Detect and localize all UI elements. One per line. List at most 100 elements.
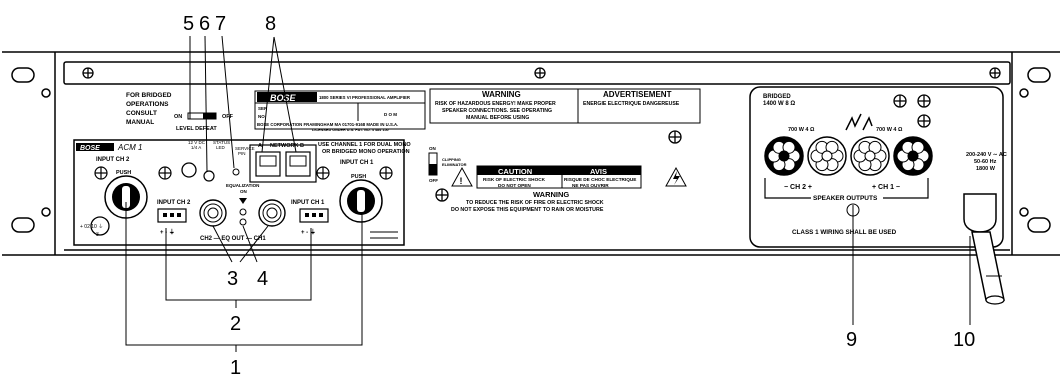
bose-logo-center	[257, 92, 317, 102]
warning2-text-2: DO NOT EXPOSE THIS EQUIPMENT TO RAIN OR …	[451, 207, 604, 213]
ch1-output-label: + CH 1 −	[872, 184, 900, 191]
callout-3: 3	[227, 268, 238, 290]
callout-numbers: 1 2 3 4 5 6 7 8 9 10	[183, 13, 975, 377]
license-line: LICENSED UNDER U.S. PAT. NO. 4 484 150	[312, 128, 389, 132]
service-pin-label-2: PIN	[238, 151, 246, 156]
equalization-label: EQUALIZATION	[226, 183, 259, 188]
input-ch1-xlr-label: INPUT CH 1	[340, 160, 374, 166]
avis-text-2: NE PAS OUVRIR	[572, 183, 609, 188]
panel-screws	[82, 67, 1001, 202]
status-led-label-1: STATUS	[213, 140, 230, 145]
equalization-on-label: ON	[240, 189, 247, 194]
eq-switch-ch1[interactable]	[239, 218, 247, 226]
bose-logo-text: BOSE	[80, 145, 100, 152]
center-panel: BOSE 1800 SERIES VI PROFESSIONAL AMPLIFI…	[254, 88, 701, 213]
eq-out-label: CH2 — EQ OUT — CH1	[200, 236, 266, 242]
callout-8: 8	[265, 13, 276, 35]
caution-exclamation-icon	[451, 166, 473, 187]
number-label: NO	[258, 114, 265, 119]
dc-label-1: 12 V DC	[188, 140, 206, 145]
caution-title: CAUTION	[498, 167, 532, 176]
bridged-note-1: FOR BRIDGED	[126, 92, 172, 99]
push-ch1: PUSH	[351, 174, 366, 180]
caution-text-2: DO NOT OPEN	[498, 183, 531, 188]
callout-4: 4	[257, 268, 268, 290]
avis-text-1: RISQUE DE CHOC ELECTRIQUE	[564, 177, 636, 182]
bridged-label: BRIDGED	[763, 94, 791, 100]
lightning-warning-icon	[665, 166, 687, 187]
level-defeat-label: LEVEL DEFEAT	[176, 126, 217, 132]
bridged-note-2: OPERATIONS	[126, 101, 169, 108]
dc-label-2: 1/4 A	[191, 145, 201, 150]
callout-5: 5	[183, 13, 194, 35]
warning-text-1: RISK OF HAZARDOUS ENERGY! MAKE PROPER	[435, 101, 556, 107]
network-b-label: B	[300, 143, 304, 149]
warning2-title: WARNING	[533, 190, 569, 199]
status-led-label-2: LED	[216, 145, 226, 150]
ground-post	[90, 216, 110, 236]
push-ch2: PUSH	[116, 170, 131, 176]
ch1-power: 700 W 4 Ω	[876, 127, 903, 133]
service-pin-label-1: SERVICE	[235, 146, 255, 151]
bose-logo-center-text: BOSE	[270, 93, 297, 103]
acm-module: FOR BRIDGED OPERATIONS CONSULT MANUAL ON…	[73, 92, 411, 246]
eq-switch-ch2[interactable]	[239, 208, 247, 216]
bridged-note-4: MANUAL	[126, 119, 154, 126]
input-ch2-xlr-label: INPUT CH 2	[96, 157, 130, 163]
ch2-plus-post[interactable]	[807, 136, 847, 176]
input-ch2-euro-label: INPUT CH 2	[157, 200, 191, 206]
model-line: 1800 SERIES VI PROFESSIONAL AMPLIFIER	[319, 95, 411, 100]
avis-title: AVIS	[590, 167, 607, 176]
speaker-binding-posts	[764, 136, 933, 176]
network-block	[249, 144, 317, 183]
ch2-power: 700 W 4 Ω	[788, 127, 815, 133]
polarity-ch2: + - ⏚	[160, 229, 175, 236]
class1-label: CLASS 1 WIRING SHALL BE USED	[792, 229, 897, 236]
callout-7: 7	[215, 13, 226, 35]
speaker-outputs-label: SPEAKER OUTPUTS	[813, 195, 878, 202]
warning-text-3: MANUAL BEFORE USING	[466, 115, 529, 121]
ch1-minus-post[interactable]	[893, 136, 933, 176]
warning-text-2: SPEAKER CONNECTIONS. SEE OPERATING	[442, 108, 552, 114]
dc-power-jack[interactable]	[181, 162, 197, 178]
callout-6: 6	[199, 13, 210, 35]
network-a-label: A	[258, 143, 262, 149]
exclamation-glyph: !	[460, 176, 463, 186]
bridged-power: 1400 W 8 Ω	[763, 101, 795, 107]
clip-off-label: OFF	[429, 178, 438, 183]
callout-leaders	[125, 35, 971, 352]
warning-title: WARNING	[482, 90, 521, 99]
callout-1: 1	[230, 357, 241, 377]
corp-line: BOSE CORPORATION FRAMINGHAM MA 01701-916…	[257, 122, 398, 127]
callout-10: 10	[953, 329, 975, 351]
callout-9: 9	[846, 329, 857, 351]
clip-on-label: ON	[429, 146, 436, 151]
clipping-label-1: CLIPPING	[442, 157, 461, 162]
caution-text-1: RISK OF ELECTRIC SHOCK	[483, 177, 546, 182]
dual-mono-note-2: OR BRIDGED MONO OPERATION	[322, 149, 410, 155]
module-name: ACM 1	[117, 143, 142, 152]
network-label: NETWORK	[270, 143, 298, 149]
status-led	[203, 170, 215, 182]
advert-text: ENERGIE ELECTRIQUE DANGEREUSE	[583, 101, 680, 107]
mains-voltage: 200-240 V ∼ AC	[966, 152, 1007, 158]
serial-label: SER	[258, 106, 268, 111]
bridged-note-3: CONSULT	[126, 110, 157, 117]
advert-title: ADVERTISEMENT	[603, 90, 672, 99]
fuse-label-2: 3	[96, 232, 99, 238]
mains-frequency: 50-60 Hz	[974, 159, 997, 165]
input-ch1-euro-label: INPUT CH 1	[291, 200, 325, 206]
mains-power: 1800 W	[976, 166, 996, 172]
rack-ear-holes	[11, 67, 1051, 233]
lightning-icon	[845, 113, 873, 131]
callout-2: 2	[230, 313, 241, 335]
warning2-text-1: TO REDUCE THE RISK OF FIRE OR ELECTRIC S…	[466, 200, 604, 206]
service-pin[interactable]	[232, 168, 240, 176]
dom-label: D O M	[384, 112, 397, 117]
polarity-ch1: + - ⏚	[301, 229, 316, 236]
ch2-minus-post[interactable]	[764, 136, 804, 176]
ch1-plus-post[interactable]	[850, 136, 890, 176]
rack-chassis	[2, 51, 1060, 256]
fuse-label: + 02 10 ⏚	[80, 223, 103, 230]
